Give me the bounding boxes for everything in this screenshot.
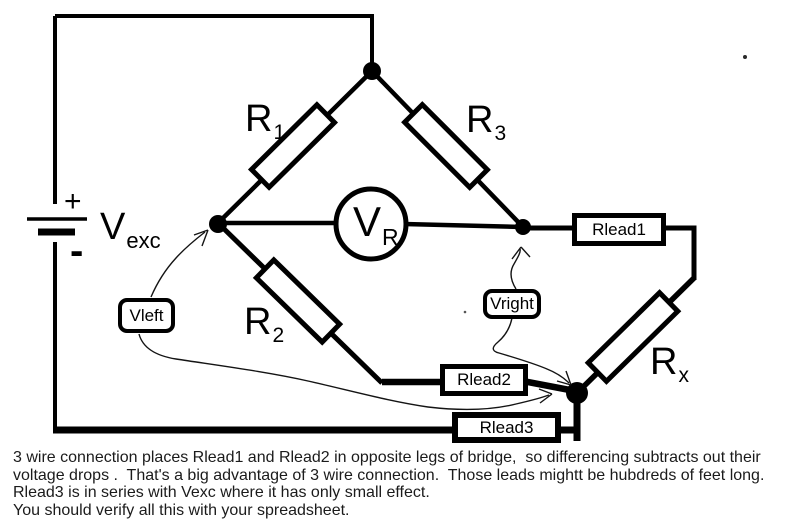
resistor-r2-body <box>252 256 344 346</box>
label-vexc-sub: exc <box>126 228 161 253</box>
label-rx-sub: x <box>678 364 689 387</box>
label-r3-sub: 3 <box>494 122 507 145</box>
label-r2-base: R <box>244 301 272 343</box>
resistor-rx-body <box>584 289 682 385</box>
rlead2-box: Rlead2 <box>440 364 528 396</box>
node-left <box>209 215 227 233</box>
annotation-curve-vright-to-junction <box>492 317 570 384</box>
rlead3-box: Rlead3 <box>452 412 561 443</box>
label-r1-base: R <box>245 98 273 140</box>
note-line-2: voltage drops . That's a big advantage o… <box>13 466 765 484</box>
vright-label: Vright <box>490 294 534 313</box>
wire-meter-right <box>403 221 524 230</box>
label-r3-base: R <box>466 99 494 141</box>
stray-dot-mid <box>463 310 467 314</box>
rlead2-label: Rlead2 <box>457 370 511 389</box>
label-vexc-base: V <box>100 206 126 248</box>
arrowhead-left-node <box>193 229 209 247</box>
battery-plus-sign: + <box>64 187 82 217</box>
label-voltmeter-base: V <box>353 198 382 245</box>
label-voltmeter-sub: R <box>382 224 399 250</box>
battery-minus-sign: - <box>70 231 83 271</box>
battery-plus-text: + <box>64 185 82 218</box>
node-bottom-junction <box>566 382 588 404</box>
node-top <box>363 62 381 80</box>
wire-top <box>55 14 374 71</box>
arrowhead-junction-from-left <box>538 388 553 404</box>
label-rx: Rx <box>650 341 689 386</box>
annotation-curve-vleft-to-left-node <box>150 231 206 298</box>
label-r2: R2 <box>244 301 284 346</box>
node-right <box>515 219 531 235</box>
label-vexc: Vexc <box>100 206 161 252</box>
label-r1-sub: 1 <box>273 121 286 144</box>
stray-dot-top-right <box>743 55 747 59</box>
note-line-3: Rlead3 is in series with Vexc where it h… <box>13 484 430 502</box>
arrowhead-right-node <box>511 246 531 260</box>
rlead1-label: Rlead1 <box>592 219 646 239</box>
label-r1: R1 <box>245 98 285 143</box>
annotation-curve-vleft-to-junction <box>138 333 550 411</box>
voltmeter-circle <box>333 186 409 262</box>
rlead1-box: Rlead1 <box>572 213 666 246</box>
resistor-r1-body <box>247 101 339 191</box>
label-r3: R3 <box>466 99 506 144</box>
notes-block: 3 wire connection places Rlead1 and Rlea… <box>13 449 764 519</box>
vright-callout: Vright <box>483 289 541 319</box>
arrowhead-junction-from-right <box>556 370 572 386</box>
rlead3-label: Rlead3 <box>479 417 534 437</box>
annotation-curve-vright-to-right-node <box>510 248 521 290</box>
label-voltmeter: VR <box>353 198 399 249</box>
note-line-1: 3 wire connection places Rlead1 and Rlea… <box>13 449 761 466</box>
label-r2-sub: 2 <box>272 324 285 347</box>
vleft-label: Vleft <box>129 305 164 325</box>
resistor-r3-body <box>401 101 491 191</box>
wire-rlead2-branch <box>382 378 576 395</box>
note-line-4: You should verify all this with your spr… <box>13 501 350 519</box>
vleft-callout: Vleft <box>118 298 175 333</box>
battery-minus-text: - <box>70 229 84 273</box>
label-rx-base: R <box>650 341 678 383</box>
